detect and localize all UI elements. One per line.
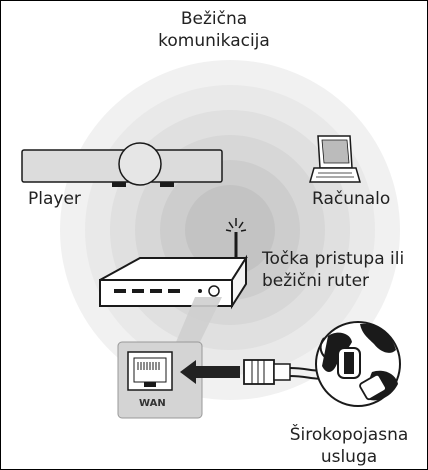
laptop-icon [309, 135, 361, 183]
computer-label: Računalo [312, 189, 391, 209]
port-callout-wedge [176, 297, 222, 342]
globe-icon [315, 321, 401, 407]
player-label: Player [28, 189, 81, 209]
broadband-label-line1: Širokopojasna [289, 425, 409, 445]
access-point-label: Točka pristupa ili bežični ruter [262, 248, 404, 292]
ethernet-cable-icon [243, 359, 331, 385]
access-point-label-line2: bežični ruter [262, 271, 370, 291]
broadband-label-line2: usluga [320, 447, 378, 467]
broadband-service-label: Širokopojasna usluga [284, 424, 414, 468]
connect-arrow-icon [180, 360, 240, 384]
wireless-communication-label: Bežična komunikacija [0, 8, 428, 52]
player-device-icon [21, 142, 223, 187]
wireless-label-line2: komunikacija [158, 31, 270, 51]
access-point-label-line1: Točka pristupa ili [262, 249, 405, 269]
wan-port-icon [117, 341, 203, 419]
wan-port-label: WAN [139, 398, 166, 409]
wireless-label-line1: Bežična [180, 9, 248, 29]
